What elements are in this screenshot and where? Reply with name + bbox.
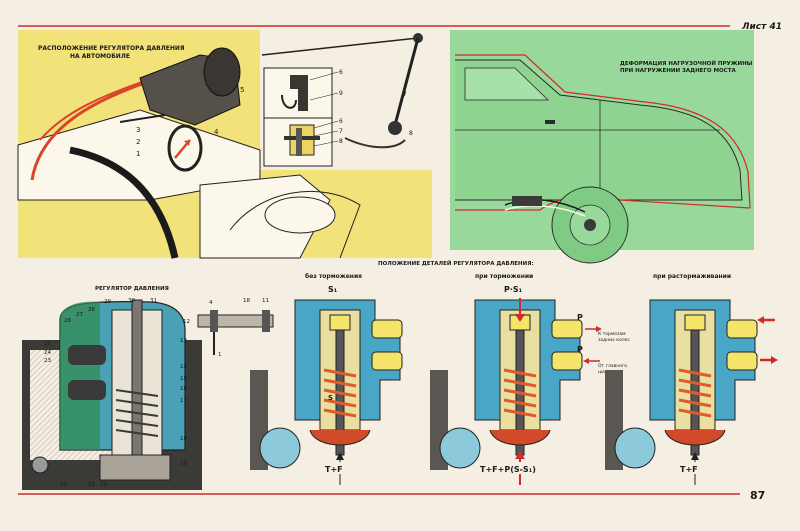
page-number: 87 [750, 489, 765, 502]
panel-title: при торможении [475, 273, 533, 280]
panel-top-label: S₁ [328, 285, 338, 294]
callout: 4 [209, 300, 213, 306]
callout: 16 [180, 386, 187, 392]
callout: 28 [88, 307, 95, 313]
callout: 12 [183, 319, 190, 325]
note1-line1: К тормозам [598, 331, 626, 337]
panel-title: без торможения [305, 273, 362, 280]
panel-braking: при торможении P·S₁ P P К тормозам задни… [430, 273, 630, 485]
panel-bottom-label: T+F [680, 465, 698, 474]
callout: 18 [180, 436, 187, 442]
callout: 25 [44, 341, 51, 347]
panel-releasing: при растормаживании T+F [605, 273, 778, 485]
callout: 15 [180, 376, 187, 382]
callout: 6 [339, 118, 343, 125]
callout: 4 [214, 128, 219, 136]
top-right-title-2: ПРИ НАГРУЖЕНИИ ЗАДНЕГО МОСТА [620, 68, 736, 74]
callout: 18 [243, 298, 250, 304]
callout: 8 [409, 130, 413, 137]
section-title: ПОЛОЖЕНИЕ ДЕТАЛЕЙ РЕГУЛЯТОРА ДАВЛЕНИЯ: [378, 259, 534, 267]
callout: 13 [180, 338, 187, 344]
callout: 19 [180, 461, 187, 467]
callout: 6 [339, 69, 343, 76]
callout: 14 [180, 364, 187, 370]
car-rear-illustration: ДЕФОРМАЦИЯ НАГРУЗОЧНОЙ ПРУЖИНЫ ПРИ НАГРУ… [450, 30, 754, 264]
callout: 5 [240, 86, 244, 94]
panel-bottom-label: T+F [325, 465, 343, 474]
callout: 9 [339, 90, 343, 97]
pressure-label-1: P [577, 313, 583, 322]
panel-no-braking: без торможения S₁ S T+F [250, 273, 403, 485]
regulator-title: РЕГУЛЯТОР ДАВЛЕНИЯ [95, 286, 169, 292]
regulator-callouts: 29 30 31 28 27 26 25 24 23 13 14 15 16 1… [44, 298, 187, 488]
callout: 22 [60, 482, 67, 488]
top-left-title-2: НА АВТОМОБИЛЕ [70, 53, 130, 60]
callout: 24 [44, 350, 51, 356]
callout: 30 [128, 298, 135, 304]
piston-part: 4 12 18 11 1 [183, 298, 274, 358]
callout: 26 [64, 318, 71, 324]
callout: 2 [136, 138, 140, 146]
callout: 7 [339, 128, 343, 135]
callout: 17 [180, 398, 187, 404]
callout: 20 [100, 482, 107, 488]
callout: 1 [136, 150, 140, 158]
callout: 21 [88, 482, 95, 488]
callout: 11 [262, 298, 269, 304]
sheet-label: Лист 41 [741, 22, 782, 32]
top-right-title-1: ДЕФОРМАЦИЯ НАГРУЗОЧНОЙ ПРУЖИНЫ [620, 59, 753, 67]
note2-line1: От главного [598, 363, 627, 369]
note1-line2: задних колес [598, 338, 630, 343]
callout: 31 [150, 298, 157, 304]
regulator-cutaway: РЕГУЛЯТОР ДАВЛЕНИЯ [22, 286, 202, 490]
regulator-location-illustration: РАСПОЛОЖЕНИЕ РЕГУЛЯТОРА ДАВЛЕНИЯ НА АВТО… [17, 30, 440, 259]
callout: 29 [104, 299, 111, 305]
callout: 27 [76, 312, 83, 318]
top-left-title-1: РАСПОЛОЖЕНИЕ РЕГУЛЯТОРА ДАВЛЕНИЯ [38, 45, 185, 52]
callout: 23 [44, 358, 51, 364]
lever-linkage-illustration: 6 7 8 9 6 7 8 [261, 33, 423, 167]
pressure-label-2: P [577, 345, 583, 354]
panel-top-label: P·S₁ [504, 285, 523, 294]
panel-bottom-label: T+F+P(S-S₁) [480, 465, 536, 474]
callout: 3 [136, 126, 140, 134]
callout: 8 [339, 138, 343, 145]
panel-mid-label: S [328, 394, 333, 402]
callout: 7 [403, 91, 407, 98]
callout: 1 [218, 352, 222, 358]
panel-title: при растормаживании [653, 273, 731, 280]
